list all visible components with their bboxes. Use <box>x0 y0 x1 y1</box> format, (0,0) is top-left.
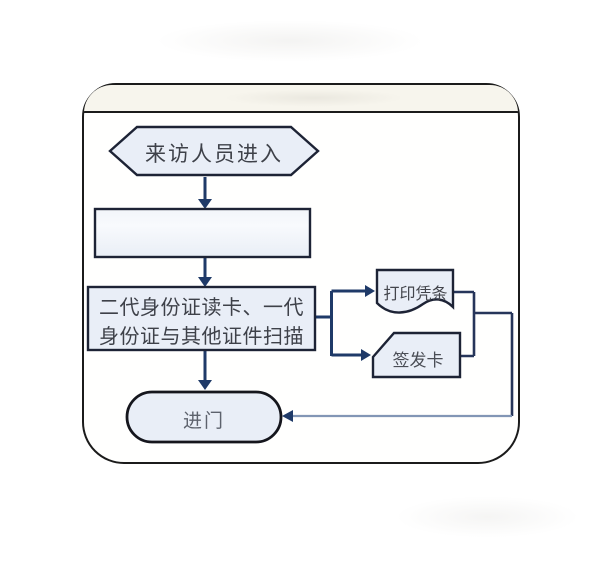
issue-card-node <box>371 331 462 379</box>
artifact-smudge-bottom <box>395 496 580 538</box>
connector-merge-right <box>453 290 514 416</box>
branch-trunk-line <box>316 291 333 356</box>
arrowhead-down-icon <box>198 380 212 390</box>
print-node-label: 打印凭条 <box>383 284 448 303</box>
enter-terminator-node <box>125 390 283 444</box>
connector-return-to-enter <box>282 410 512 422</box>
scan-process-node <box>86 285 317 352</box>
scan-label-line2: 身份证与其他证件扫描 <box>99 324 304 348</box>
start-hexagon-node <box>108 125 320 177</box>
arrowhead-left-icon <box>282 410 293 422</box>
start-node-label: 来访人员进入 <box>145 142 283 166</box>
arrowhead-down-icon <box>198 199 212 209</box>
panel-titlebar <box>84 85 518 113</box>
scan-label-line1: 二代身份证读卡、一代 <box>99 295 304 319</box>
connector-start-to-blank <box>198 177 212 209</box>
arrowhead-right-icon <box>361 349 371 361</box>
issue-node-label: 签发卡 <box>392 351 444 371</box>
print-document-node <box>375 268 455 314</box>
artifact-smudge-top <box>155 20 425 62</box>
merge-route-line <box>453 290 514 416</box>
scan-node-label: 二代身份证读卡、一代 身份证与其他证件扫描 <box>90 291 313 349</box>
connector-scan-to-enter <box>198 351 212 390</box>
titlebar-erased-smudge <box>224 89 404 107</box>
connector-scan-branch <box>316 285 375 361</box>
arrowhead-down-icon <box>198 277 212 287</box>
connector-blank-to-scan <box>198 258 212 287</box>
arrowhead-right-icon <box>365 285 375 297</box>
enter-node-label: 进门 <box>182 410 225 432</box>
blank-process-node <box>93 207 312 259</box>
